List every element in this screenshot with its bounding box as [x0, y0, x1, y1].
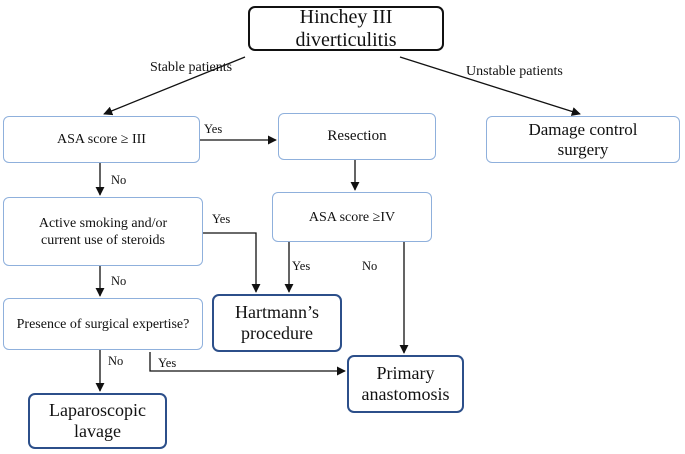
node-surgical-expertise-text: Presence of surgical expertise?	[16, 316, 190, 332]
edge-label-smoking-no: No	[111, 274, 127, 288]
node-primary-anastomosis-text: Primary anastomosis	[361, 363, 450, 404]
edge-label-expertise-no: No	[108, 354, 124, 368]
edge-expertise-to-primary-anastomosis	[149, 352, 346, 376]
edge-label-smoking-yes: Yes	[212, 212, 231, 226]
node-hartmann-procedure-text: Hartmann’s procedure	[235, 302, 319, 343]
node-damage-control-surgery-text: Damage control surgery	[528, 119, 638, 159]
node-laparoscopic-lavage: Laparoscopic lavage	[28, 393, 167, 449]
node-hinchey-iii-text: Hinchey III diverticulitis	[295, 5, 397, 51]
node-smoking-steroids-text: Active smoking and/or current use of ste…	[38, 215, 168, 248]
edge-label-expertise-yes: Yes	[158, 356, 177, 370]
node-laparoscopic-lavage-text: Laparoscopic lavage	[49, 400, 146, 441]
node-asa-score-iv-text: ASA score ≥IV	[308, 209, 396, 225]
node-resection-text: Resection	[327, 128, 387, 144]
node-asa-score-iv: ASA score ≥IV	[272, 192, 432, 242]
node-hartmann-procedure: Hartmann’s procedure	[212, 294, 342, 352]
edge-smoking-to-hartmann	[203, 232, 261, 293]
node-damage-control-surgery: Damage control surgery	[486, 116, 680, 163]
edge-root-to-asa-iii	[103, 56, 246, 116]
edge-label-asa-iv-no: No	[362, 259, 378, 273]
node-primary-anastomosis: Primary anastomosis	[347, 355, 464, 413]
edge-label-asa-iv-yes: Yes	[292, 259, 311, 273]
node-smoking-steroids: Active smoking and/or current use of ste…	[3, 197, 203, 266]
node-surgical-expertise: Presence of surgical expertise?	[3, 298, 203, 350]
node-asa-score-iii-text: ASA score ≥ III	[57, 132, 146, 147]
edge-label-asa-iii-no: No	[111, 173, 127, 187]
edge-label-asa-iii-yes: Yes	[204, 122, 223, 136]
node-resection: Resection	[278, 113, 436, 160]
edge-label-stable: Stable patients	[150, 60, 233, 75]
edge-label-unstable: Unstable patients	[466, 64, 563, 79]
edge-root-to-damage-control	[399, 56, 581, 116]
node-asa-score-iii: ASA score ≥ III	[3, 116, 200, 163]
node-hinchey-iii: Hinchey III diverticulitis	[248, 6, 444, 51]
